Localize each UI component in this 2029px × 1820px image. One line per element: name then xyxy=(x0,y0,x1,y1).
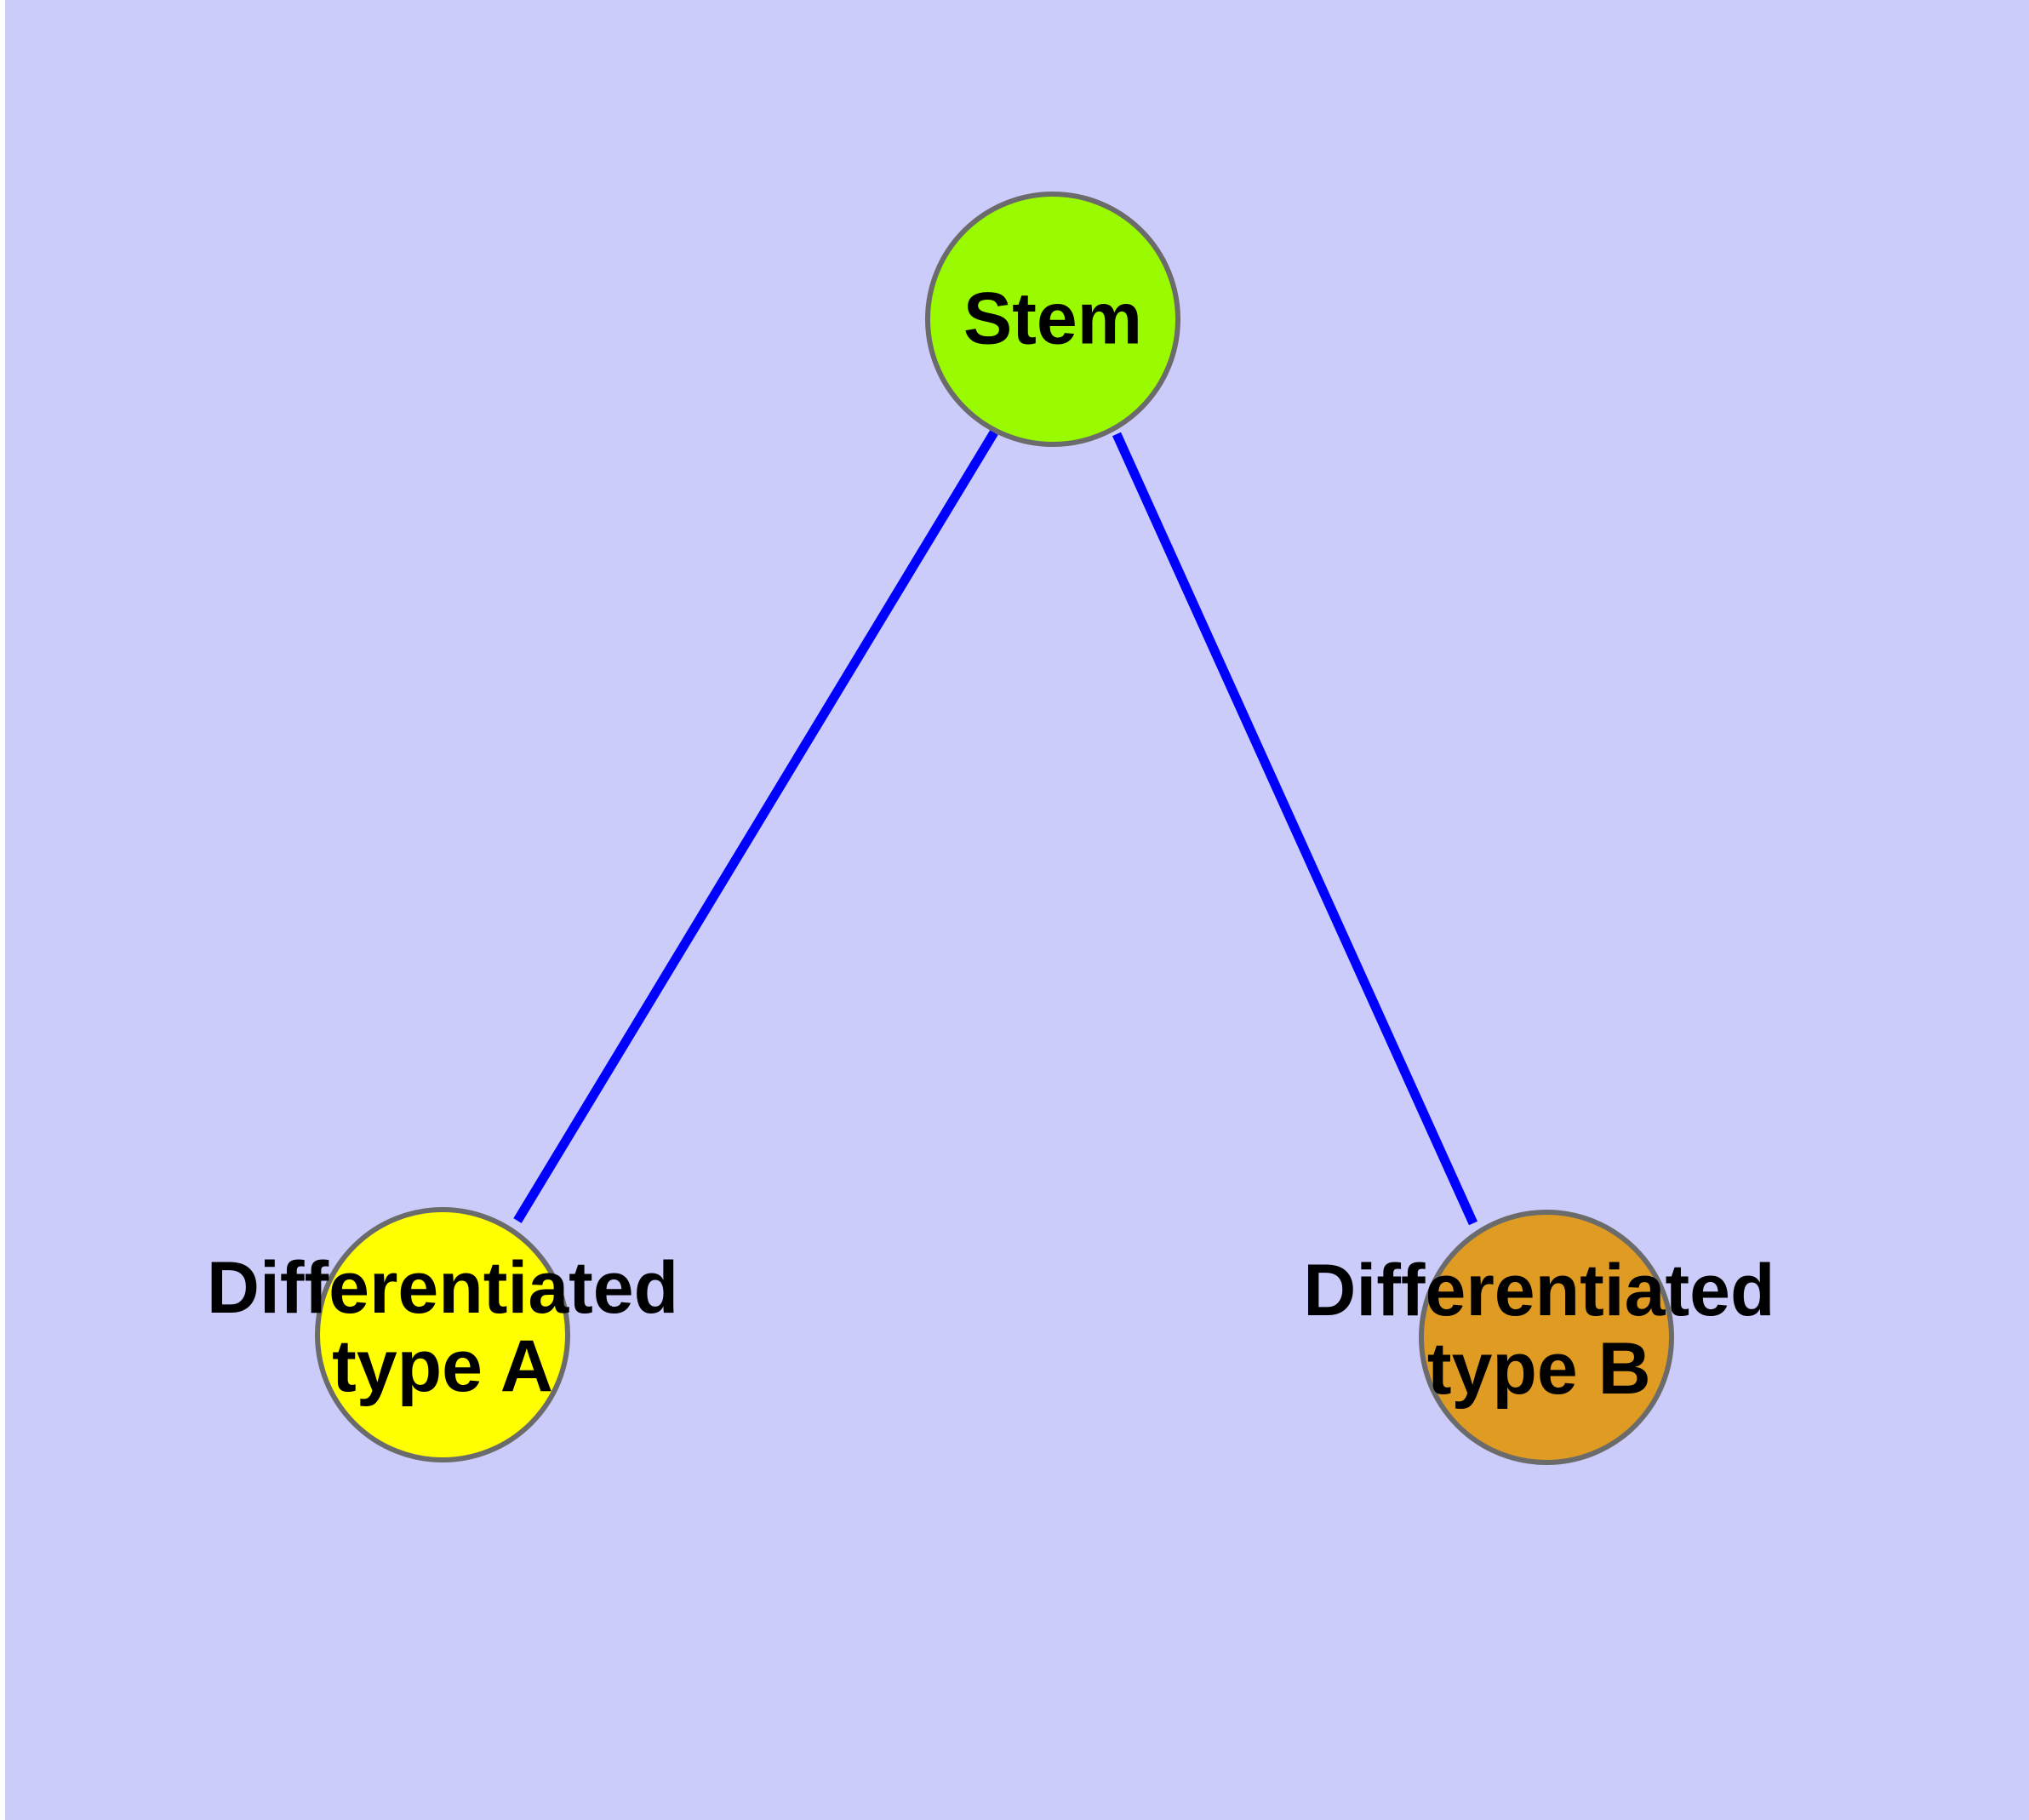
node-stem-label: Stem xyxy=(963,280,1142,358)
node-stem[interactable]: Stem xyxy=(925,192,1180,447)
node-differentiated-type-a[interactable]: Differentiated type A xyxy=(207,1207,678,1462)
node-differentiated-type-b[interactable]: Differentiated type B xyxy=(1303,1210,1775,1465)
node-stem-label-line-1: Stem xyxy=(963,278,1143,360)
